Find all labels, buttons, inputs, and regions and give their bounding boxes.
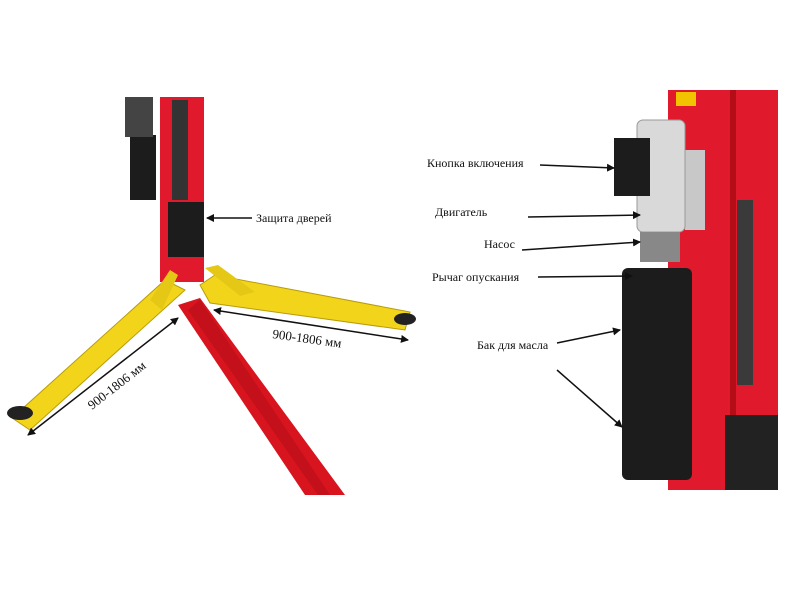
power-button-box — [614, 138, 650, 196]
lift-pad-left — [7, 406, 33, 420]
arm-right-dimension-line — [213, 307, 409, 343]
pump-label: Насос — [484, 237, 515, 251]
right-lift-photo: Кнопка включения Двигатель Насос Рычаг о… — [427, 90, 778, 490]
oil-tank-arrow-2 — [556, 369, 623, 428]
ramp-shade — [188, 300, 330, 495]
motor-arrow — [527, 211, 641, 220]
column-edge — [730, 90, 736, 490]
oil-tank-label: Бак для масла — [477, 338, 549, 352]
pump-arrow — [521, 238, 641, 251]
cylinder-top — [125, 97, 153, 137]
column-channel — [172, 100, 188, 200]
arm-left-dimension-line — [27, 317, 179, 436]
door-guard-pad — [168, 202, 204, 257]
power-button-label: Кнопка включения — [427, 156, 524, 170]
pump — [640, 232, 680, 262]
lowering-lever-label: Рычаг опускания — [432, 270, 520, 284]
arm-right-dimension: 900-1806 мм — [272, 326, 343, 351]
black-guard-panel — [725, 415, 778, 490]
lift-pad-right — [394, 313, 416, 325]
lowering-lever-arrow — [537, 272, 633, 281]
chain — [737, 200, 753, 385]
door-guard-label: Защита дверей — [256, 211, 332, 225]
oil-tank-arrow — [556, 327, 621, 344]
arm-right-brace — [205, 265, 255, 296]
motor-mount — [685, 150, 705, 230]
power-button-arrow — [539, 163, 615, 172]
oil-tank — [622, 268, 692, 480]
warning-sticker — [676, 92, 696, 106]
motor-label: Двигатель — [435, 205, 488, 219]
left-lift-photo: Защита дверей 900-1806 мм 900-1806 мм — [7, 97, 416, 495]
control-box — [130, 135, 156, 200]
arm-left-brace — [150, 270, 178, 310]
